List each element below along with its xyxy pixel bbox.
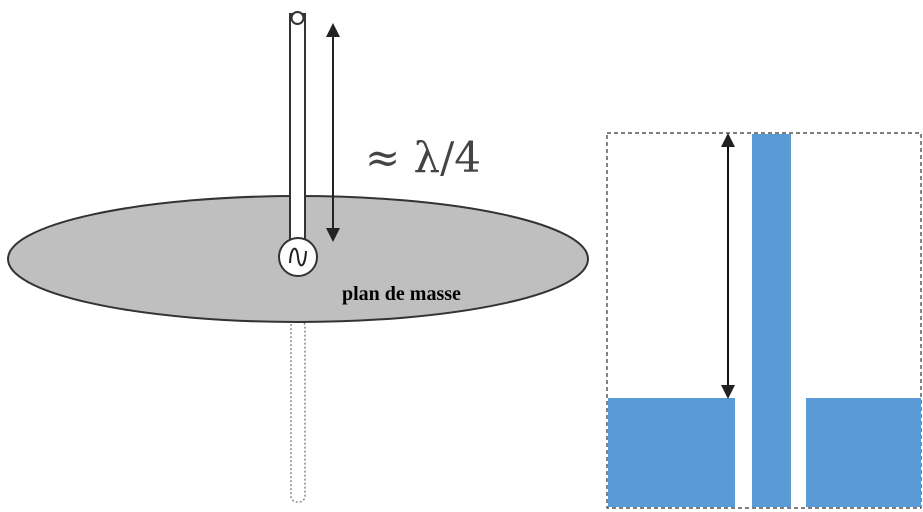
sine-wave-icon [289,247,307,267]
monopole-strip [752,134,791,507]
monopole-rod [289,13,306,248]
left-ground-plane [608,398,735,507]
left-monopole-illustration: ≈ λ/4 plan de masse [7,11,589,503]
quarter-wavelength-label: ≈ λ/4 [365,133,481,182]
right-planar-monopole [606,132,922,509]
substrate-boundary [606,132,922,509]
antenna-image-below-plane [290,319,306,503]
right-ground-plane [806,398,921,507]
monopole-tip [290,11,305,25]
ground-plane-label: plan de masse [342,283,461,305]
